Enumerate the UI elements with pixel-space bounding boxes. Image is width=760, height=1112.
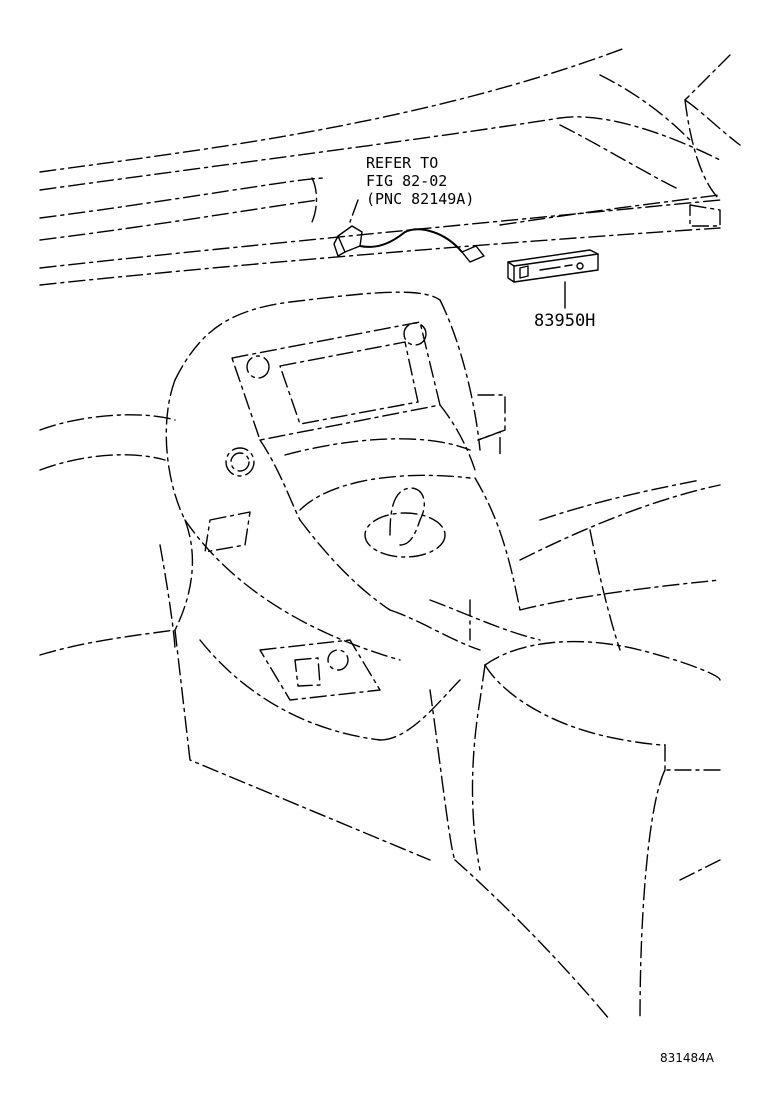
center-stack <box>174 291 506 521</box>
refer-figure-label: FIG 82-02 <box>366 172 447 190</box>
figure-id: 831484A <box>660 1051 715 1065</box>
lower-console <box>39 379 541 861</box>
shift-lever <box>299 477 521 611</box>
console-box <box>429 479 721 1021</box>
dashboard-outline <box>39 47 741 286</box>
sensor-harness <box>333 199 485 263</box>
refer-to-label: REFER TO <box>366 154 438 172</box>
control-module <box>507 249 599 309</box>
refer-pnc-label: (PNC 82149A) <box>366 190 474 208</box>
part-number-label: 83950H <box>534 311 595 331</box>
